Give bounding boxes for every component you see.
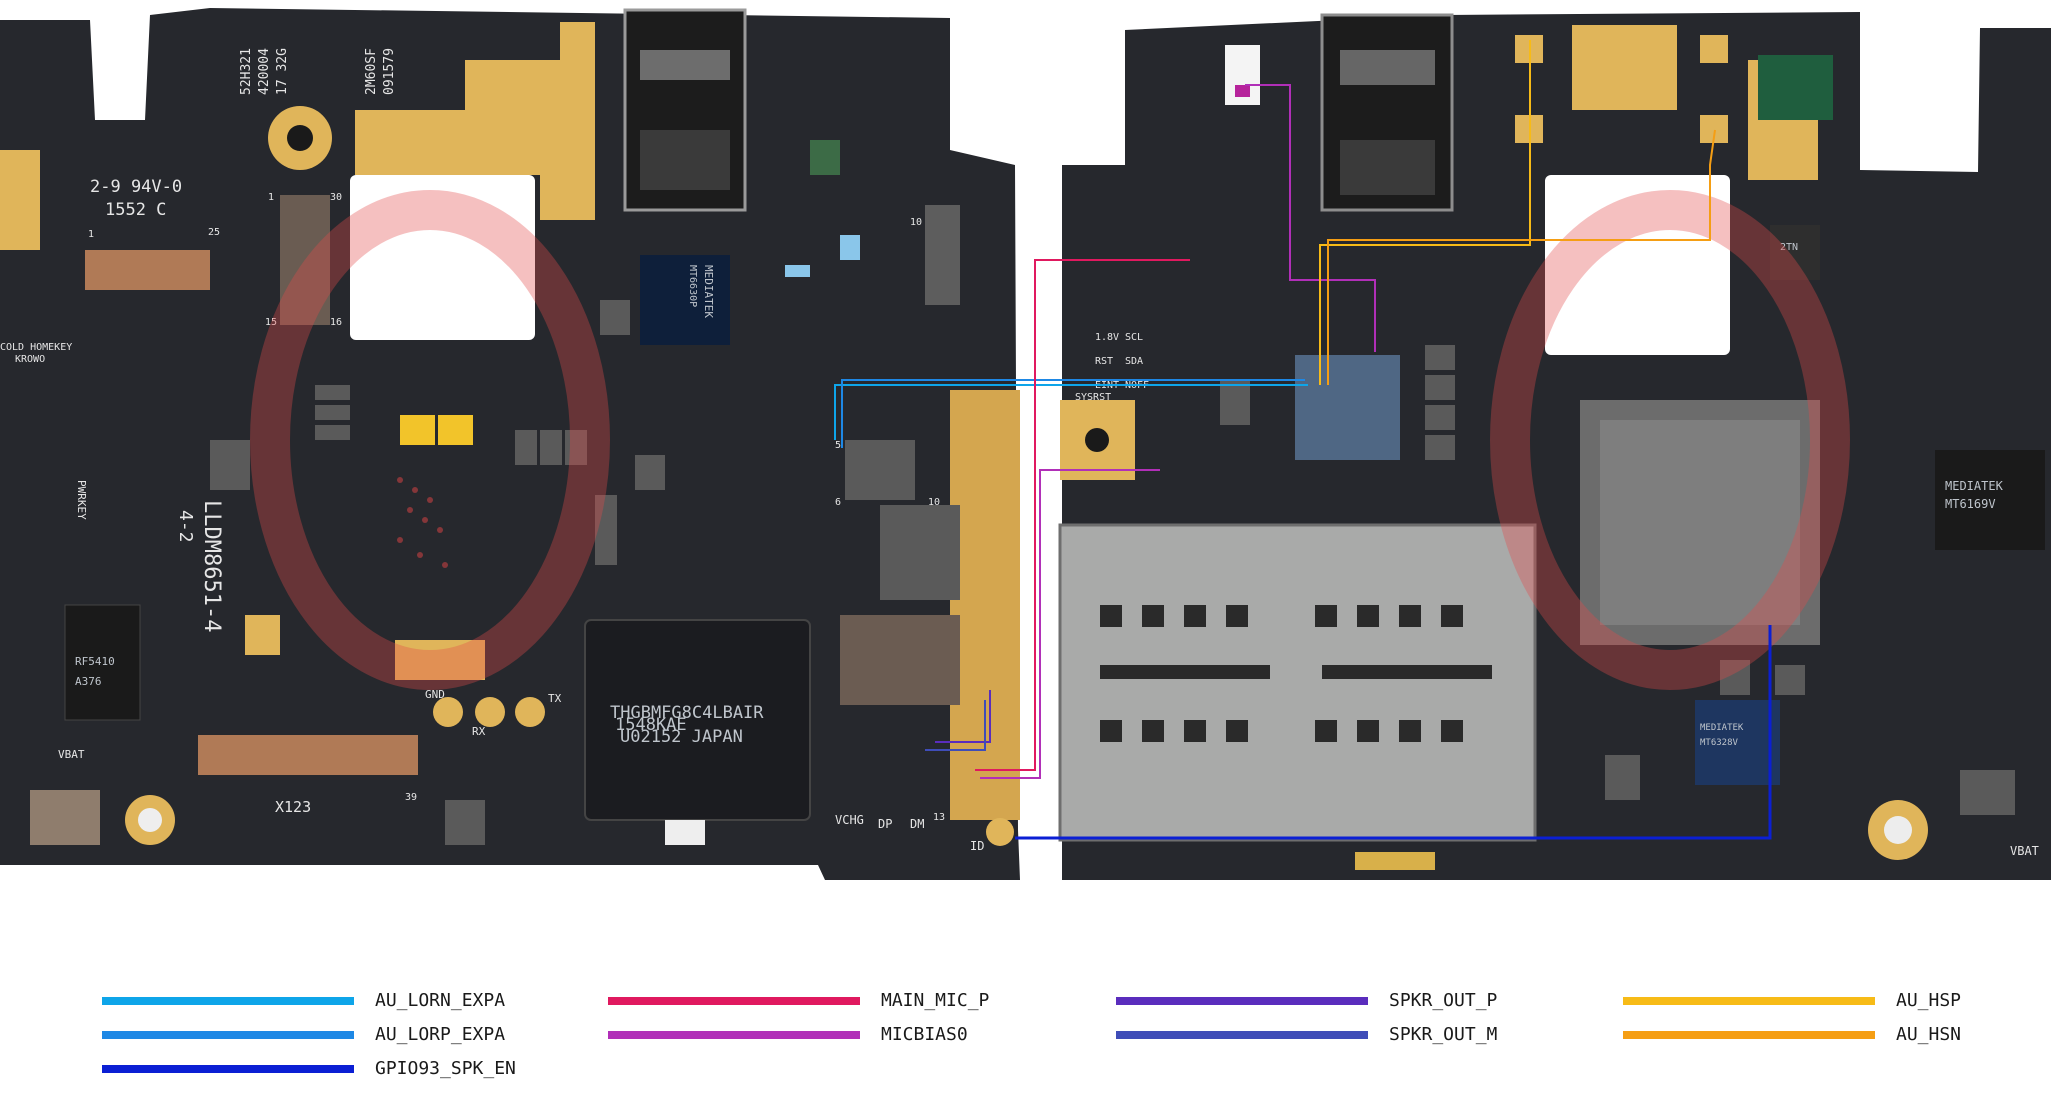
legend-label: SPKR_OUT_P bbox=[1389, 990, 1498, 1011]
legend: AU_LORN_EXPA AU_LORP_EXPA GPIO93_SPK_EN … bbox=[0, 990, 2051, 1090]
signal-traces bbox=[834, 40, 1772, 840]
codec-chip bbox=[1695, 700, 1780, 785]
legend-swatch bbox=[608, 997, 860, 1005]
pmic-chip bbox=[640, 255, 730, 345]
label-gnd: GND bbox=[425, 688, 445, 701]
homekey-label: COLD HOMEKEY bbox=[0, 342, 72, 353]
model-label: LLDM8651-4 bbox=[199, 500, 224, 632]
legend-label: AU_HSP bbox=[1896, 990, 1962, 1011]
legend-label: MICBIAS0 bbox=[881, 1024, 968, 1045]
silk-code-5: 091579 bbox=[382, 48, 397, 95]
label-sysrst: SYSRST bbox=[1075, 392, 1111, 403]
label-1v8: 1.8V bbox=[1095, 332, 1119, 343]
rf-chip bbox=[64, 604, 141, 721]
rf-code: A376 bbox=[75, 675, 102, 688]
pin-25: 25 bbox=[208, 227, 220, 238]
legend-swatch bbox=[1623, 997, 1875, 1005]
label-tx: TX bbox=[548, 692, 562, 705]
codec-part: MT6328V bbox=[1700, 738, 1739, 748]
pmic-part: MT6630P bbox=[687, 265, 698, 307]
pin-1-b: 1 bbox=[88, 229, 94, 240]
pin-1-a: 1 bbox=[268, 192, 274, 203]
label-vbat: VBAT bbox=[58, 748, 85, 761]
silk-code-1: 52H321 bbox=[239, 48, 254, 95]
date-code: 1552 C bbox=[105, 200, 166, 220]
rf-part: RF5410 bbox=[75, 655, 115, 668]
emmc-line1: 1548KAE bbox=[615, 715, 687, 735]
legend-label: SPKR_OUT_M bbox=[1389, 1024, 1498, 1045]
trace-micbias0 bbox=[980, 469, 1160, 779]
silk-code-4: 2M60SF bbox=[364, 48, 379, 95]
legend-swatch bbox=[102, 1031, 354, 1039]
label-sda: SDA bbox=[1125, 356, 1143, 367]
usb-vchg: VCHG bbox=[835, 813, 864, 827]
trace-spkr-out-p bbox=[935, 690, 991, 743]
label-vbat-right: VBAT bbox=[2010, 844, 2039, 858]
trace-au-lorp-expa bbox=[841, 379, 1305, 448]
watermark bbox=[250, 190, 1850, 690]
legend-swatch bbox=[608, 1031, 860, 1039]
left-board: 1548KAE THGBMFG8C4LBAIR U02152 JAPAN MED… bbox=[0, 8, 1020, 880]
usb-id: ID bbox=[970, 839, 984, 853]
trace-micbias0-b bbox=[1245, 84, 1376, 352]
homekey-label-2: KROWO bbox=[15, 354, 45, 365]
ul-mark: 2-9 94V-0 bbox=[90, 177, 182, 197]
cpu-brand: MEDIATEK bbox=[1945, 479, 2004, 493]
trace-au-lorn-expa bbox=[834, 384, 1308, 440]
usb-dp: DP bbox=[878, 817, 892, 831]
label-rst: RST bbox=[1095, 356, 1113, 367]
legend-label: GPIO93_SPK_EN bbox=[375, 1058, 516, 1079]
label-rx: RX bbox=[472, 725, 486, 738]
pin-10-a: 10 bbox=[910, 217, 922, 228]
pin-16: 16 bbox=[330, 317, 342, 328]
conn-x123: X123 bbox=[275, 798, 311, 816]
silk-code-2: 420004 bbox=[257, 48, 272, 95]
usb-dm: DM bbox=[910, 817, 924, 831]
trace-main-mic-p bbox=[975, 259, 1190, 771]
legend-swatch bbox=[1623, 1031, 1875, 1039]
trace-au-hsp bbox=[1319, 40, 1531, 385]
legend-label: MAIN_MIC_P bbox=[881, 990, 990, 1011]
pin-30: 30 bbox=[330, 192, 342, 203]
cpu-part: MT6169V bbox=[1945, 497, 1996, 511]
silk-code-3: 17 32G bbox=[275, 48, 290, 95]
model-label-2: 4-2 bbox=[175, 510, 196, 543]
pin-15: 15 bbox=[265, 317, 277, 328]
pmic-brand: MEDIATEK bbox=[702, 265, 715, 318]
trace-au-hsn bbox=[1327, 129, 1716, 385]
trace-spkr-out-m bbox=[925, 700, 986, 751]
sim-tray bbox=[1058, 523, 1537, 842]
legend-label: AU_LORN_EXPA bbox=[375, 990, 506, 1011]
pcb-diagram: 1548KAE THGBMFG8C4LBAIR U02152 JAPAN MED… bbox=[0, 8, 2051, 880]
label-scl: SCL bbox=[1125, 332, 1143, 343]
legend-label: AU_LORP_EXPA bbox=[375, 1024, 506, 1045]
legend-swatch bbox=[1116, 997, 1368, 1005]
cpu-chip bbox=[1935, 450, 2045, 550]
sensor-chip bbox=[1295, 355, 1400, 460]
legend-swatch bbox=[1116, 1031, 1368, 1039]
pin-39: 39 bbox=[405, 792, 417, 803]
emmc-line2: THGBMFG8C4LBAIR bbox=[610, 703, 764, 723]
pin-5: 5 bbox=[835, 440, 841, 451]
trace-gpio93-spk-en bbox=[1015, 625, 1772, 840]
legend-label: AU_HSN bbox=[1896, 1024, 1962, 1045]
pin-6: 6 bbox=[835, 497, 841, 508]
pin-13: 13 bbox=[933, 812, 945, 823]
right-board: MEDIATEK MT6169V MEDIATEK MT6328V 2TN 1.… bbox=[1058, 12, 2051, 880]
pwrkey-label: PWRKEY bbox=[75, 480, 88, 520]
emmc-line3: U02152 JAPAN bbox=[620, 727, 743, 747]
ic-small: 2TN bbox=[1780, 242, 1798, 253]
legend-swatch bbox=[102, 997, 354, 1005]
pin-10-b: 10 bbox=[928, 497, 940, 508]
legend-swatch bbox=[102, 1065, 354, 1073]
codec-brand: MEDIATEK bbox=[1700, 723, 1744, 733]
